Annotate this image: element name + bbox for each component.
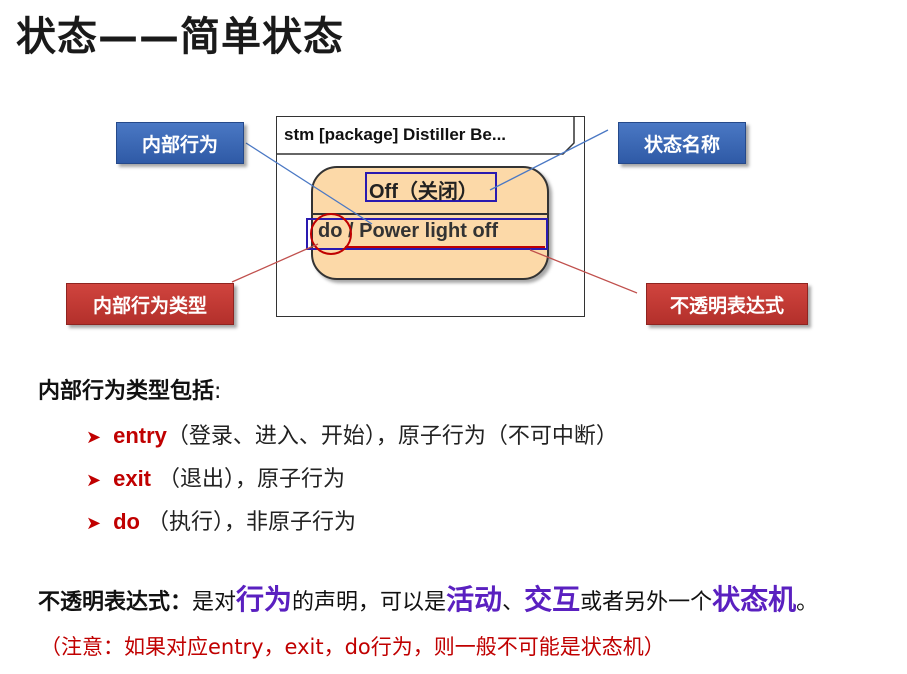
definition-highlight: 状态机	[712, 583, 797, 616]
definition-text: 或者另外一个	[580, 590, 713, 615]
connector-state-name	[489, 129, 609, 191]
bullet-arrow-icon: ➤	[86, 427, 102, 448]
behavior-types-label: 内部行为类型包括	[38, 379, 215, 404]
bullet-keyword: entry	[113, 423, 167, 448]
bullet-text: （登录、进入、开始），原子行为（不可中断）	[166, 424, 618, 449]
bullet-keyword: do	[113, 509, 140, 534]
callout-internal-behavior: 内部行为	[116, 122, 244, 164]
note: （注意：如果对应entry，exit，do行为，则一般不可能是状态机）	[40, 635, 665, 659]
frame-label: stm [package] Distiller Be...	[284, 125, 507, 144]
bullet-exit: ➤ exit （退出），原子行为	[86, 461, 345, 493]
connector-opaque-expression	[529, 249, 638, 294]
opaque-expression-definition: 不透明表达式：是对行为的声明，可以是活动、交互或者另外一个状态机。	[38, 578, 818, 618]
behavior-expression: / Power light off	[342, 220, 498, 242]
state-off	[311, 166, 549, 280]
bullet-text: （执行），非原子行为	[139, 510, 356, 535]
callout-opaque-expression: 不透明表达式	[646, 283, 808, 325]
callout-behavior-type: 内部行为类型	[66, 283, 234, 325]
bullet-keyword: exit	[113, 466, 152, 491]
page-title: 状态——简单状态	[16, 14, 344, 60]
definition-text: 的声明，可以是	[292, 590, 447, 615]
expression-underline	[345, 246, 545, 248]
definition-text: 。	[796, 590, 819, 615]
frame-tab	[277, 117, 575, 155]
definition-text: 是对	[192, 590, 237, 615]
callout-state-name: 状态名称	[618, 122, 746, 164]
bullet-text: （退出），原子行为	[151, 467, 346, 492]
definition-highlight: 活动	[446, 583, 503, 616]
definition-highlight: 行为	[236, 583, 293, 616]
bullet-arrow-icon: ➤	[86, 513, 102, 534]
internal-behavior-highlight	[306, 218, 548, 250]
bullet-entry: ➤ entry（登录、进入、开始），原子行为（不可中断）	[86, 418, 618, 450]
behavior-types-colon: :	[214, 379, 222, 404]
definition-lead: 不透明表达式：	[38, 590, 193, 615]
state-name: Off（关闭）	[369, 181, 478, 203]
definition-text: 、	[502, 590, 525, 615]
connector-behavior-type	[231, 243, 319, 283]
bullet-do: ➤ do （执行），非原子行为	[86, 504, 356, 536]
behavior-types-heading: 内部行为类型包括:	[38, 373, 221, 405]
connector-internal-behavior	[245, 142, 373, 225]
behavior-kind-circle	[310, 213, 352, 255]
state-compartment-divider	[311, 213, 549, 215]
definition-highlight: 交互	[524, 583, 581, 616]
bullet-arrow-icon: ➤	[86, 470, 102, 491]
